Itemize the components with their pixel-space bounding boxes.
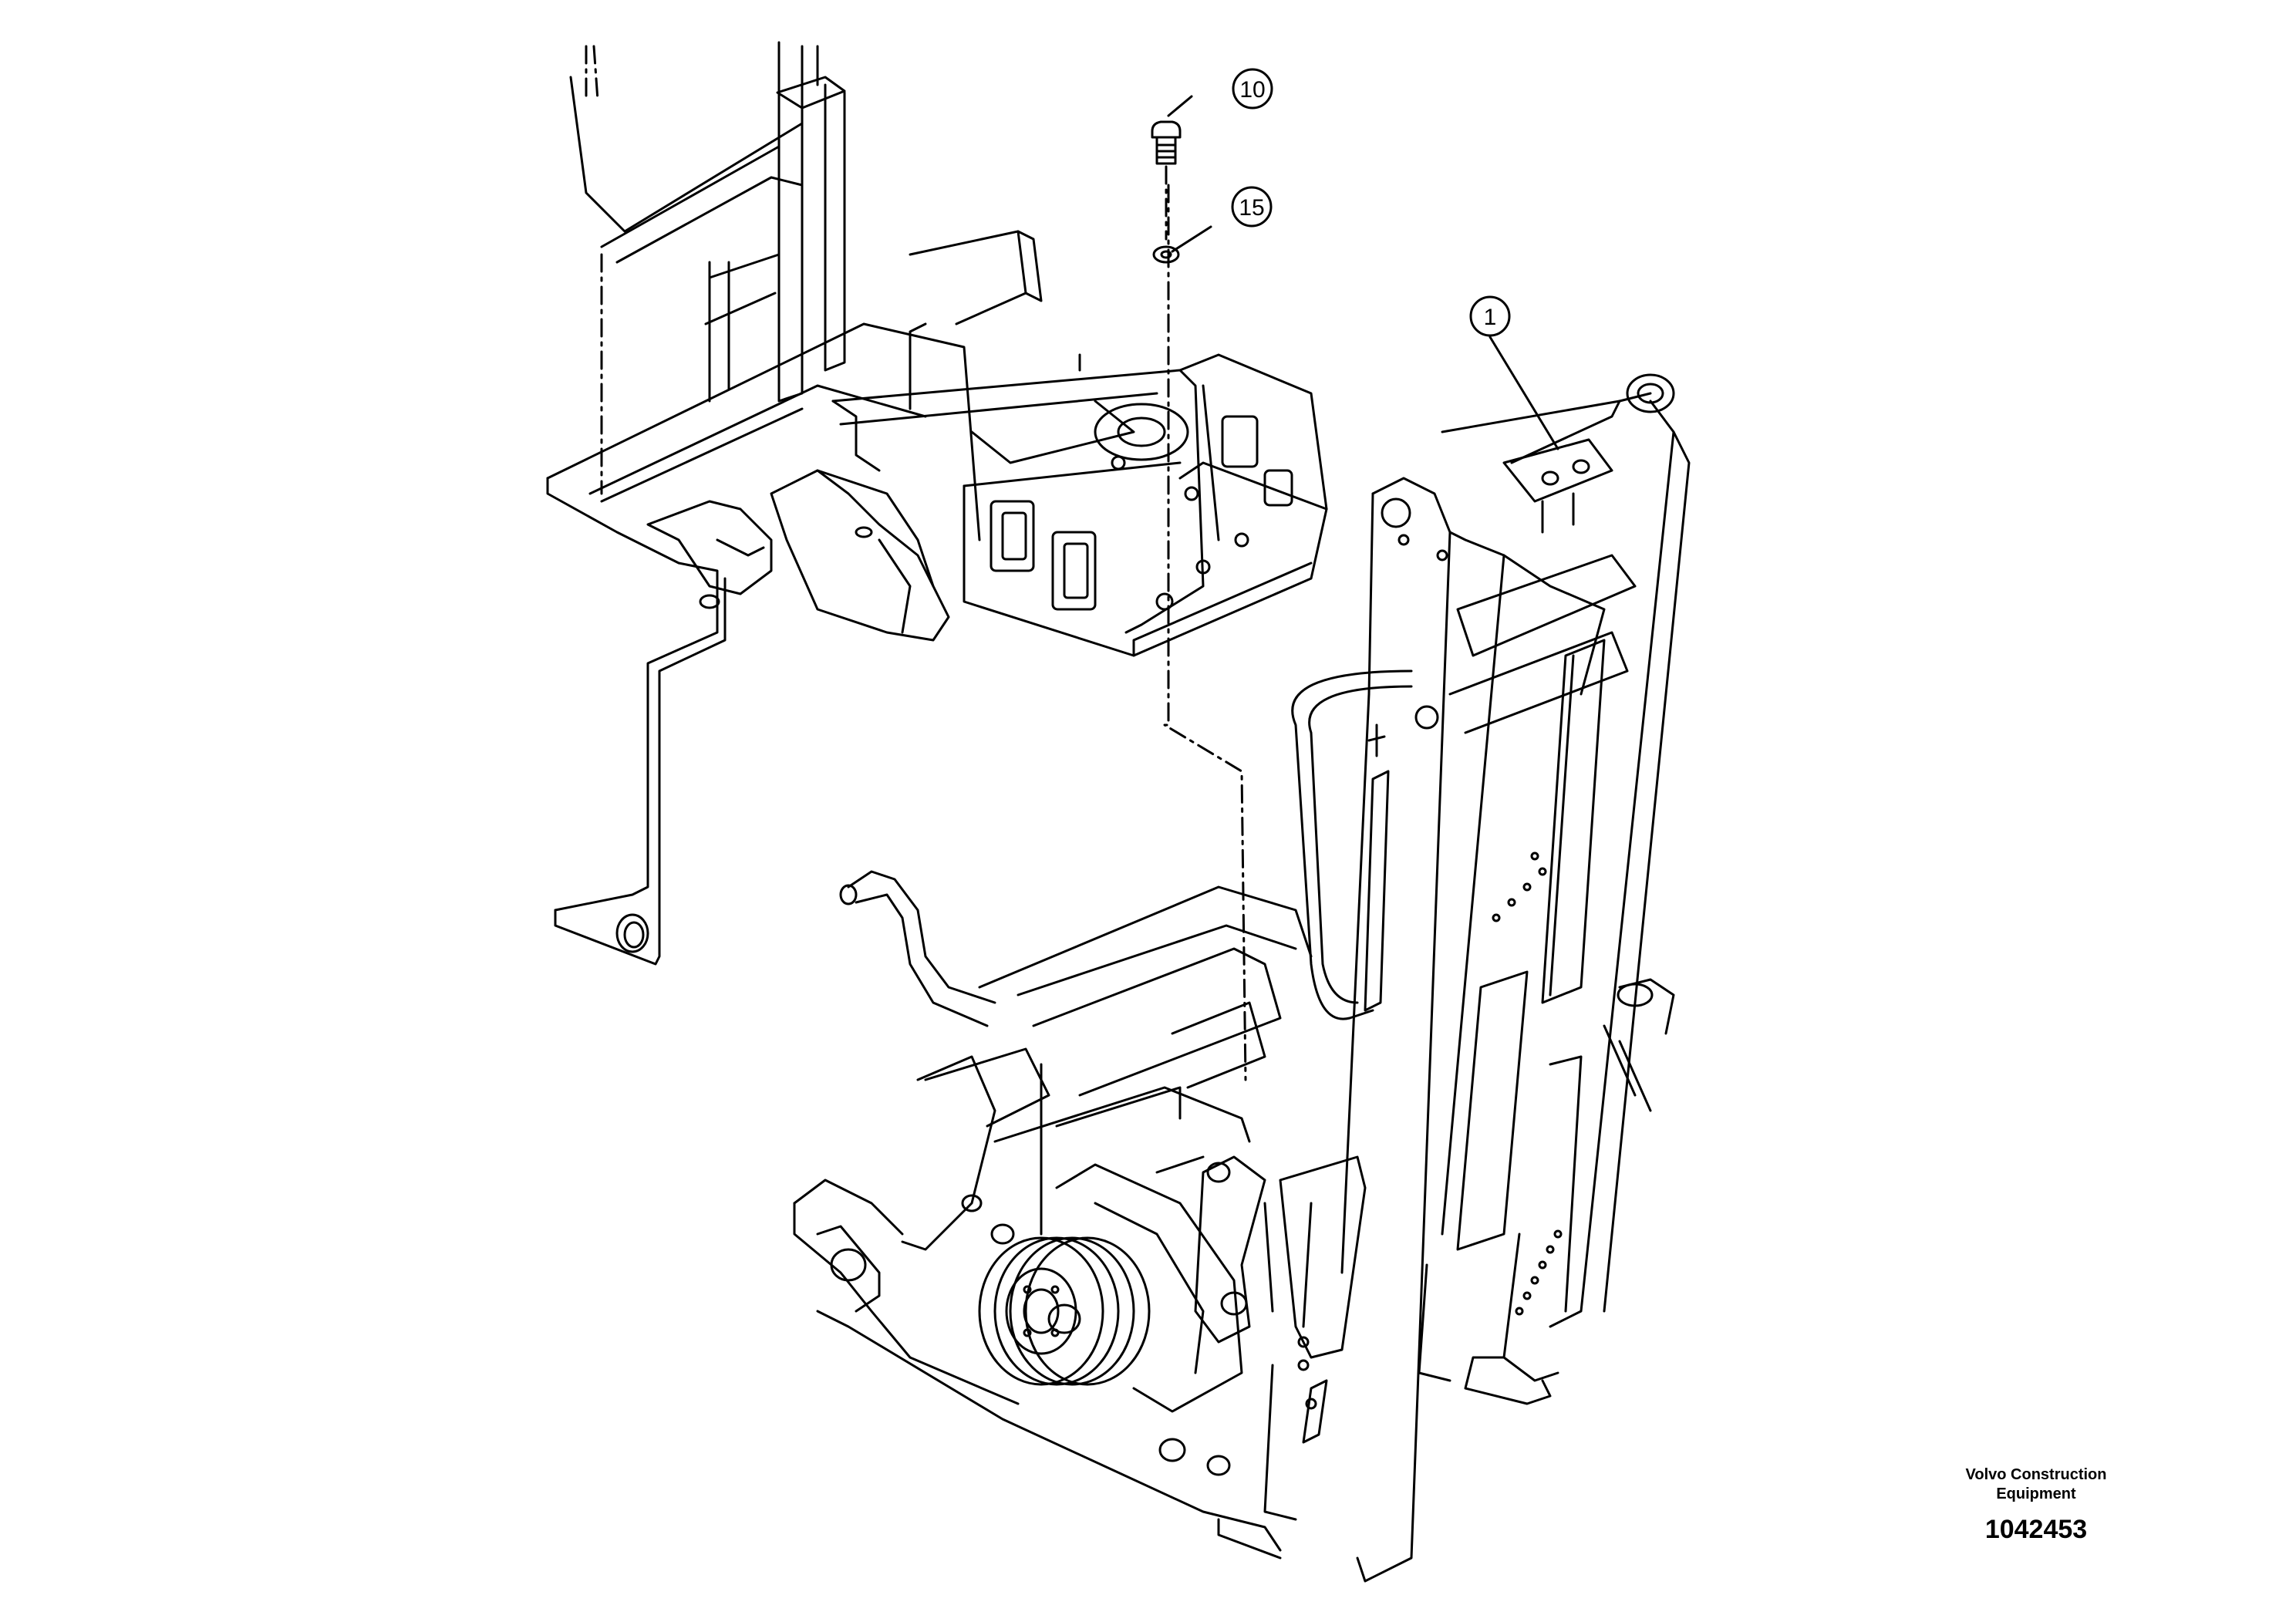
lift-frame-part-1 xyxy=(1291,373,1691,1583)
leader-line-1 xyxy=(1489,336,1559,450)
callout-15: 15 xyxy=(1231,186,1273,228)
upper-frame-assembly xyxy=(546,41,1043,966)
callout-10: 10 xyxy=(1232,68,1273,110)
callout-1: 1 xyxy=(1469,295,1511,337)
drawing-number: 1042453 xyxy=(1984,1515,2088,1544)
callout-15-label: 15 xyxy=(1239,195,1264,221)
leader-line-10 xyxy=(1167,95,1193,117)
leader-line-15 xyxy=(1171,225,1212,253)
washer-part-15 xyxy=(1152,245,1180,264)
lower-frame-assembly xyxy=(793,870,1367,1560)
company-name-line-1: Volvo Construction xyxy=(1965,1466,2107,1483)
company-name-line-2: Equipment xyxy=(1996,1485,2076,1502)
mounting-plate xyxy=(831,184,1328,1081)
callout-10-label: 10 xyxy=(1239,77,1265,103)
drawing-caption: Volvo Construction Equipment 1042453 xyxy=(1897,1465,2175,1545)
callout-1-label: 1 xyxy=(1484,305,1497,330)
bolt-part-10 xyxy=(1151,120,1182,165)
